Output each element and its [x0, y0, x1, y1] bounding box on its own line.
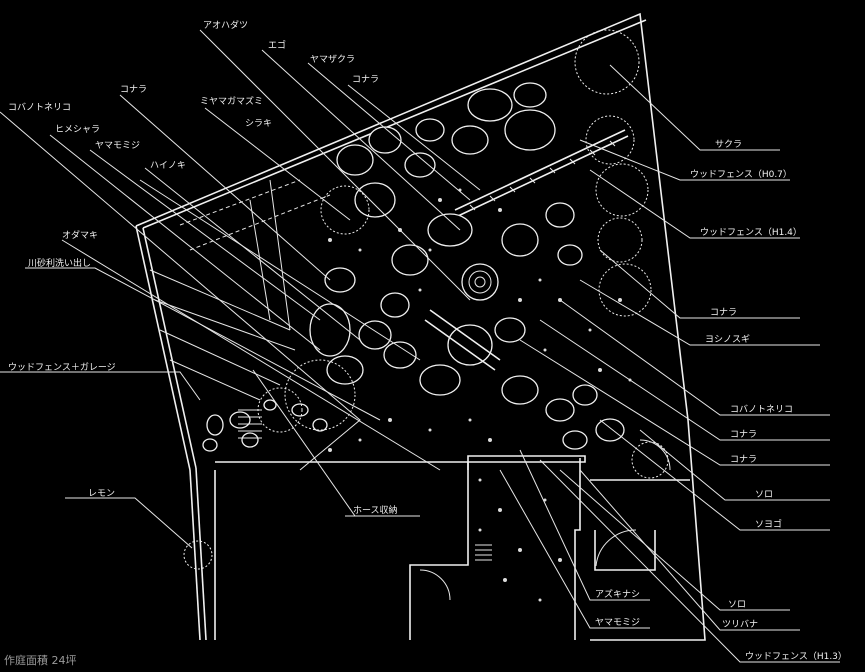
label-kawasuna: 川砂利洗い出し — [28, 257, 91, 269]
label-soro-b: ソロ — [728, 600, 746, 610]
label-konara-r2: コナラ — [730, 429, 757, 440]
label-kobanotoneriko-top: コバノトネリコ — [8, 102, 71, 113]
label-kobanotoneriko-r: コバノトネリコ — [730, 404, 793, 415]
label-soro: ソロ — [755, 490, 773, 500]
label-hose: ホース収納 — [353, 504, 398, 516]
site-boundary — [135, 12, 706, 641]
building-outline — [214, 439, 690, 640]
steps — [238, 409, 492, 561]
label-yamamomiji-b: ヤマモミジ — [595, 618, 640, 628]
area-caption: 作庭面積 24坪 — [4, 653, 77, 667]
gravel-hatch — [149, 179, 331, 401]
label-konara-top: コナラ — [352, 74, 379, 85]
label-konara-r3: コナラ — [730, 454, 757, 465]
label-yamamomiji: ヤマモミジ — [95, 141, 140, 151]
leader-lines — [0, 29, 840, 663]
fence-hatch — [454, 129, 629, 217]
water-basin — [424, 263, 501, 371]
label-miyama: ミヤマガマズミ — [200, 95, 263, 107]
label-otama: オダマキ — [62, 229, 98, 241]
label-yoshinosugi: ヨシノスギ — [705, 334, 750, 345]
label-konara-2: コナラ — [120, 84, 147, 95]
plant-labels: アオハダツ エゴ ヤマザクラ コナラ コナラ ミヤマガマズミ コバノトネリコ ヒ… — [8, 19, 847, 662]
label-haino: ハイノキ — [150, 161, 186, 171]
label-woodfence-h07: ウッドフェンス（H0.7） — [690, 169, 792, 180]
label-yamazakura: ヤマザクラ — [310, 54, 355, 65]
label-konara-r1: コナラ — [710, 307, 737, 318]
label-woodfence-garage: ウッドフェンス＋ガレージ — [8, 362, 116, 373]
label-shideshara: ヒメシャラ — [55, 124, 100, 135]
label-soyogo: ソヨゴ — [755, 518, 782, 530]
label-woodfence-bottom: ウッドフェンス（H1.3） — [745, 651, 847, 662]
stepping-stones — [202, 82, 625, 452]
label-shiraki: シラキ — [245, 118, 272, 129]
label-azukinashi: アズキナシ — [595, 588, 640, 600]
label-remon: レモン — [88, 489, 115, 499]
label-ego: エゴ — [268, 39, 286, 51]
label-woodfence-h14: ウッドフェンス（H1.4） — [700, 227, 802, 238]
label-atsumi: アオハダツ — [203, 19, 248, 31]
label-tsuribana: ツリバナ — [722, 619, 758, 630]
label-sakura: サクラ — [715, 139, 742, 150]
gravel-dots — [328, 188, 632, 602]
